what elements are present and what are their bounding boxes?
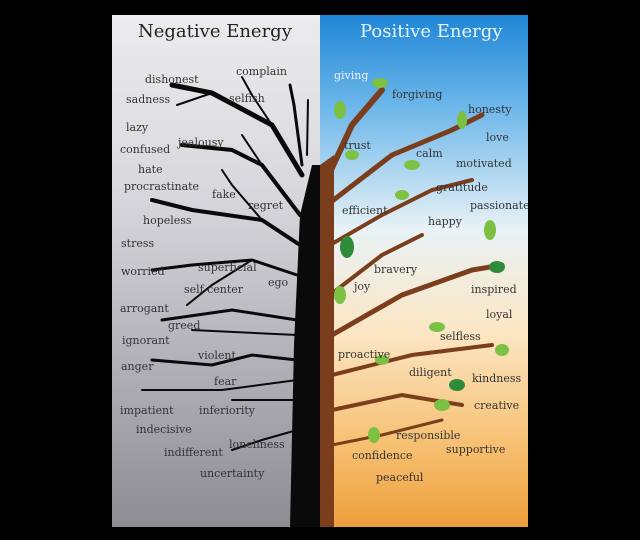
word: ego — [268, 276, 289, 289]
word: gratitude — [436, 181, 488, 194]
word: inferiority — [199, 404, 255, 417]
negative-title: Negative Energy — [138, 21, 292, 42]
word: violent — [198, 349, 236, 362]
word: joy — [354, 280, 371, 293]
word: responsible — [396, 429, 461, 442]
word: ignorant — [122, 334, 170, 347]
word: indifferent — [164, 446, 223, 459]
word: peaceful — [376, 471, 424, 484]
word: selfish — [229, 92, 265, 105]
word: worried — [121, 265, 165, 278]
word: jealousy — [178, 136, 224, 149]
word: confidence — [352, 449, 413, 462]
word: impatient — [120, 404, 174, 417]
word: happy — [428, 215, 462, 228]
word: complain — [236, 65, 287, 78]
word: indecisive — [136, 423, 192, 436]
word: love — [486, 131, 509, 144]
word: giving — [334, 69, 369, 82]
word: confused — [120, 143, 171, 156]
word: selfless — [440, 330, 481, 343]
word: lazy — [126, 121, 149, 134]
word: uncertainty — [200, 467, 265, 480]
word: motivated — [456, 157, 512, 170]
word: stress — [121, 237, 155, 250]
tree-illustration — [141, 76, 509, 527]
energy-tree-poster: Negative Energy Positive Energy complain… — [112, 15, 528, 527]
word: creative — [474, 399, 520, 412]
leaves — [334, 78, 509, 443]
word: calm — [416, 147, 443, 160]
brown-tree — [320, 87, 505, 527]
word: procrastinate — [124, 180, 200, 193]
word: self-center — [184, 283, 244, 296]
word: bravery — [374, 263, 418, 276]
word: supportive — [446, 443, 506, 456]
word: loneliness — [229, 438, 285, 451]
word: diligent — [409, 366, 452, 379]
word: hopeless — [143, 214, 192, 227]
word: forgiving — [392, 88, 443, 101]
word: dishonest — [145, 73, 199, 86]
word: passionate — [470, 199, 528, 212]
word: greed — [168, 319, 201, 332]
word: loyal — [486, 308, 513, 321]
word: fake — [212, 188, 236, 201]
word: hate — [138, 163, 163, 176]
word: proactive — [338, 348, 391, 361]
word: honesty — [468, 103, 512, 116]
positive-title: Positive Energy — [360, 21, 503, 42]
word: fear — [214, 375, 237, 388]
word: superficial — [198, 261, 257, 274]
word: inspired — [471, 283, 517, 296]
word: regret — [248, 199, 283, 212]
dark-tree — [141, 76, 320, 527]
word: trust — [344, 139, 371, 152]
word: efficient — [342, 204, 388, 217]
word: sadness — [126, 93, 171, 106]
word: anger — [121, 360, 154, 373]
word: kindness — [472, 372, 522, 385]
word: arrogant — [120, 302, 169, 315]
